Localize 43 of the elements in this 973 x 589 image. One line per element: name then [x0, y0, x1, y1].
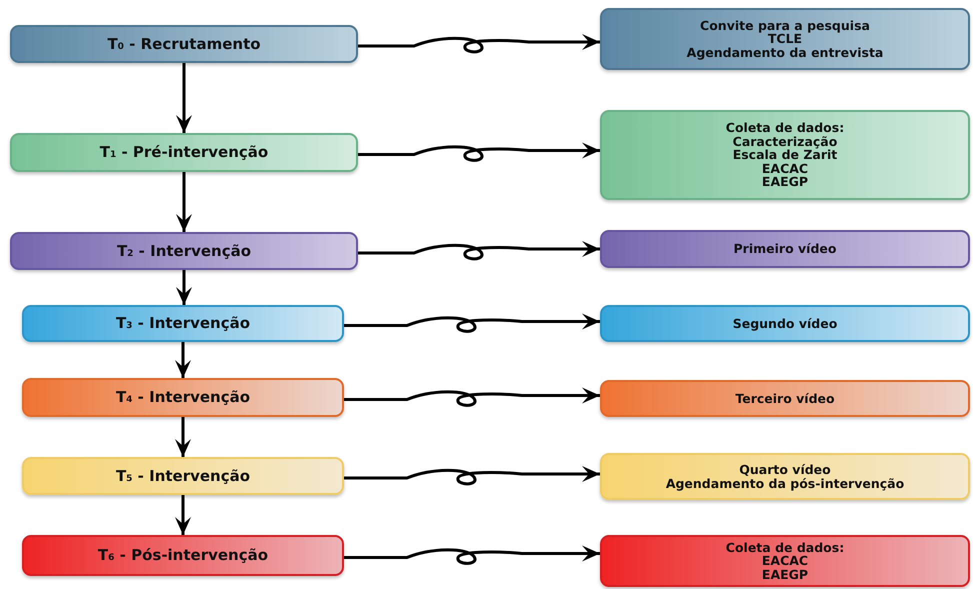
box-label: Agendamento da entrevista: [686, 46, 884, 60]
box-label: Coleta de dados:: [726, 540, 844, 554]
stage-box: [600, 230, 970, 268]
stage-box: [22, 457, 344, 495]
box-label: Coleta de dados:: [726, 121, 844, 135]
stage-box: [600, 453, 970, 500]
box-label: Primeiro vídeo: [734, 242, 836, 256]
arrow: [175, 416, 191, 458]
stage-box: [600, 380, 970, 417]
stage-box: [22, 305, 344, 342]
box-label: Caracterização: [732, 134, 838, 148]
box-label: Quarto vídeo: [739, 463, 831, 476]
arrow: [176, 170, 192, 234]
box-label: Convite para a pesquisa: [700, 18, 870, 32]
arrow: [342, 314, 602, 333]
arrow: [342, 466, 602, 486]
stage-box: [22, 378, 344, 417]
arrow: [342, 546, 602, 565]
box-label: EAEGP: [762, 175, 808, 189]
box-label: EAEGP: [762, 568, 808, 582]
box-label: EACAC: [762, 162, 808, 176]
stage-box: [10, 232, 358, 270]
stage-box: [10, 133, 358, 172]
stage-box: [22, 535, 344, 576]
box-label: Terceiro vídeo: [735, 392, 835, 406]
box-label: Escala de Zarit: [732, 148, 838, 162]
stage-box: [10, 25, 358, 63]
stage-box: [600, 110, 970, 200]
stage-box: [600, 305, 970, 342]
arrow: [175, 494, 191, 536]
stage-box: [600, 535, 970, 587]
stage-box: [600, 8, 970, 70]
arrow: [356, 142, 602, 162]
box-label: Segundo vídeo: [732, 316, 838, 330]
arrow: [176, 62, 192, 134]
arrow: [176, 268, 192, 306]
arrow: [356, 241, 602, 260]
arrow: [342, 388, 602, 407]
box-label: TCLE: [768, 32, 802, 46]
box-label: EACAC: [762, 554, 808, 568]
box-label: Agendamento da pós-intervenção: [666, 476, 904, 490]
arrow: [175, 340, 191, 380]
arrow: [356, 34, 602, 54]
